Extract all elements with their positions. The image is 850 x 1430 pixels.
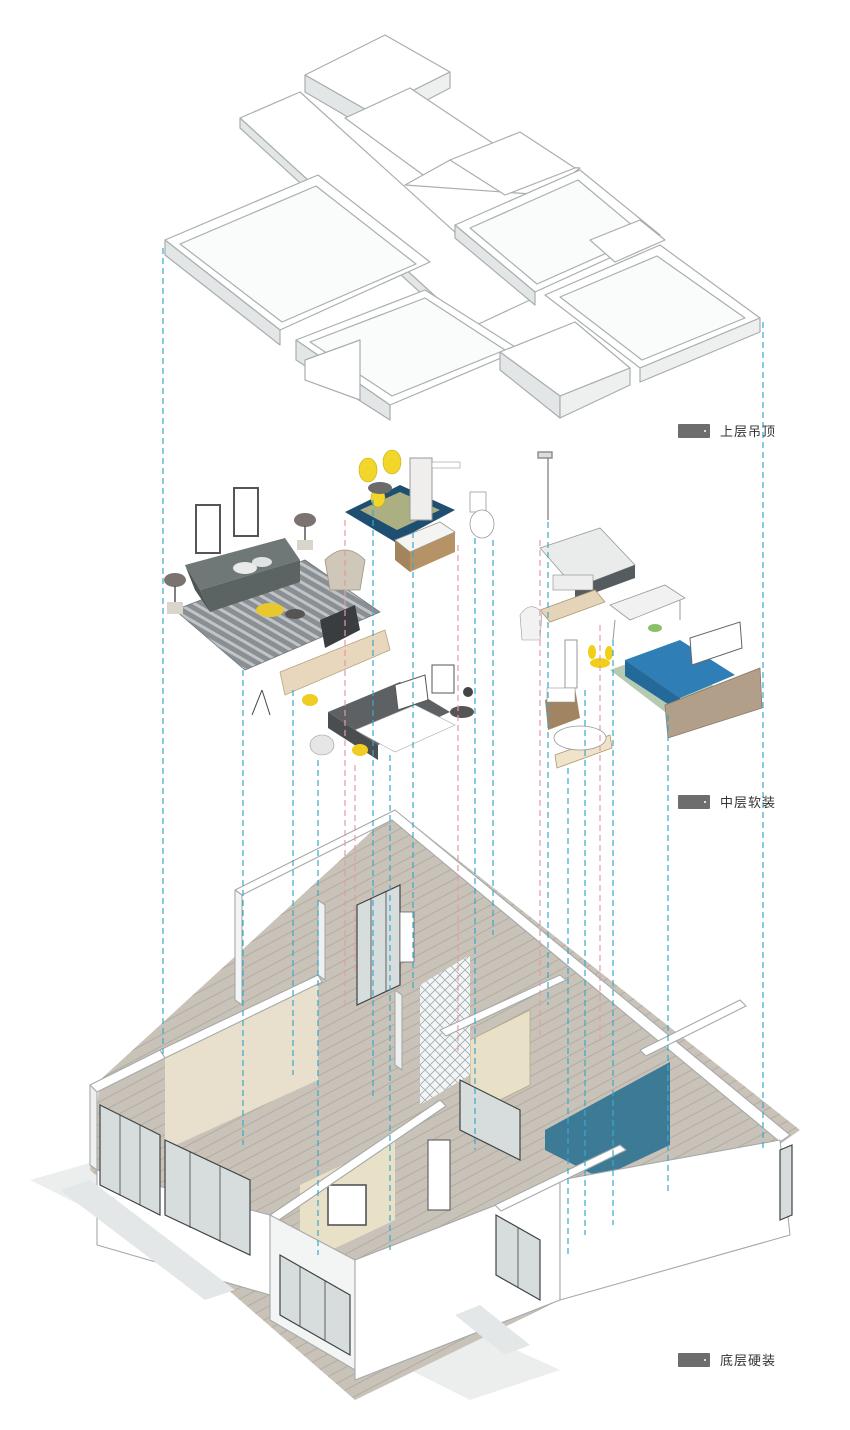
legend-furnishing: 中层软装: [678, 792, 776, 811]
wall-frame-1: [195, 504, 221, 554]
shower: [537, 451, 553, 520]
legend-swatch: [678, 794, 710, 809]
legend-label-hard-finish: 底层硬装: [720, 1354, 777, 1369]
legend-ceiling: 上层吊顶: [678, 421, 776, 440]
master-bed: [610, 621, 763, 739]
toilet: [469, 491, 495, 539]
sofa: [185, 538, 300, 612]
legend-swatch: [678, 1352, 710, 1367]
balloon-dog: [588, 645, 613, 668]
guest-bed: [328, 664, 456, 760]
legend-hard-finish: 底层硬装: [678, 1350, 776, 1369]
study-desk: [539, 589, 606, 623]
floor-mirror: [564, 639, 578, 689]
legend-swatch: [678, 423, 710, 438]
floorplan-layer: [30, 809, 800, 1400]
legend-label-furnishing: 中层软装: [720, 796, 777, 811]
dining-chairs: [358, 449, 402, 508]
legend-label-ceiling: 上层吊顶: [720, 425, 777, 440]
furniture-layer: [164, 449, 763, 769]
side-chairs: [302, 687, 474, 756]
bathtub: [553, 725, 613, 769]
projection-guides: [162, 248, 764, 1255]
ceiling-layer: [164, 34, 761, 421]
mirror-cabinet: [409, 457, 433, 521]
tv-console: [279, 629, 391, 696]
lamp-right: [294, 513, 316, 550]
lamp-left: [164, 573, 186, 614]
wall-frame-2: [233, 487, 259, 537]
coffee-table: [256, 603, 284, 617]
tv: [320, 605, 360, 648]
blue-accent-wall: [545, 1062, 670, 1178]
